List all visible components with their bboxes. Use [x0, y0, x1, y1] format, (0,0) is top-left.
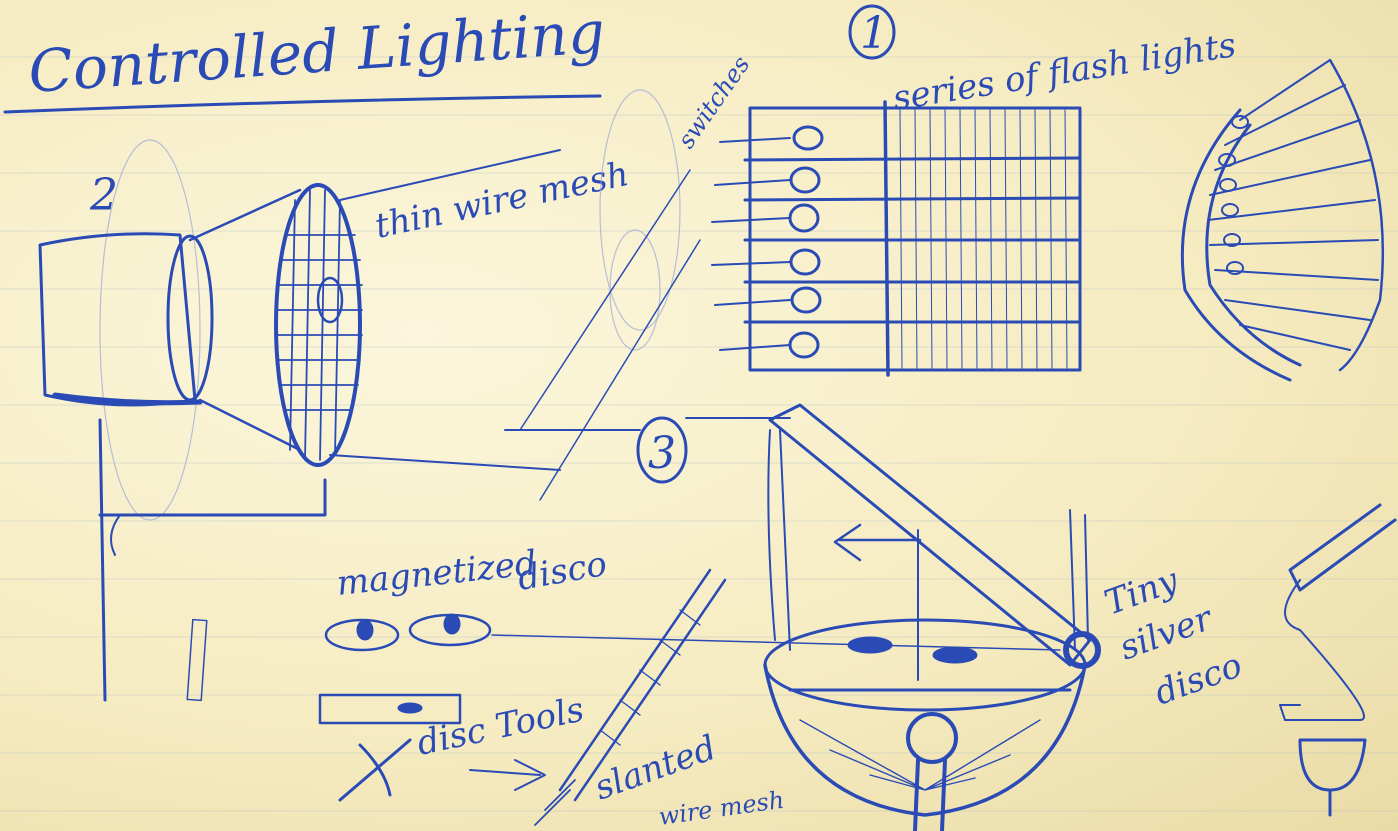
sketch-3-reflector-bowl: Tiny silver disco	[765, 405, 1247, 831]
section-3-number: 3	[648, 428, 676, 479]
disc-tool-icon	[340, 740, 410, 800]
silver-disco-label-line-3: disco	[1149, 645, 1247, 713]
lamp-stand	[100, 420, 325, 700]
section-1-number: 1	[860, 8, 888, 59]
wire-mesh-slanted-label: wire mesh	[657, 786, 786, 831]
lamp-body	[40, 234, 195, 405]
bowl-base	[765, 665, 1085, 815]
title-group: Controlled Lighting	[5, 0, 607, 112]
sketch-right-lamp-profile	[1280, 505, 1395, 815]
flash-lights-label: series of flash lights	[890, 25, 1239, 119]
switches-label: switches	[672, 51, 756, 154]
magnetized-label: magnetized	[335, 543, 539, 604]
section-2-number: 2	[89, 170, 118, 221]
sketch-2-projector: 2 thin wire mesh	[40, 140, 632, 700]
sketch-1-flash-grid: switches series of flash lights	[672, 25, 1239, 375]
sketch-1-fan-array	[1182, 60, 1382, 380]
section-1-marker: 1	[850, 6, 894, 59]
disc-tools-label: disc Tools	[414, 689, 588, 763]
lamp-front-rim	[168, 236, 212, 400]
page-title: Controlled Lighting	[26, 0, 607, 106]
wire-mesh-label: thin wire mesh	[372, 154, 633, 247]
section-3-marker: 3	[505, 418, 790, 482]
hinged-lid	[770, 405, 1090, 665]
wire-mesh-screen	[276, 185, 362, 465]
